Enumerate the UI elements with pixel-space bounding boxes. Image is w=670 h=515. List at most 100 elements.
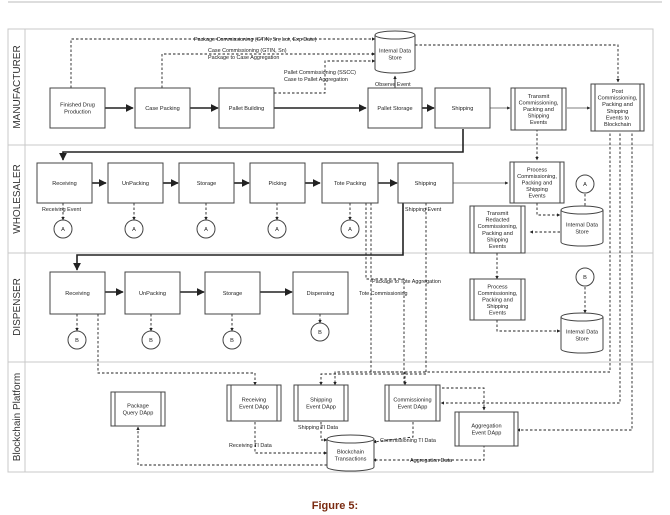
connector-circle	[310, 322, 330, 342]
node-label: Tote Packing	[334, 181, 366, 187]
connector-circle	[575, 267, 595, 287]
connector-label: A	[348, 227, 352, 233]
node-label: Commissioning,	[478, 291, 518, 297]
label-shipping-event: Shipping Event	[405, 207, 442, 213]
node-label: Storage	[197, 181, 217, 187]
node-label: UnPacking	[122, 181, 149, 187]
connector-circle	[141, 330, 161, 350]
node-label: Pallet Building	[229, 106, 264, 112]
dashed-flows	[61, 37, 633, 466]
node-label: Process	[487, 284, 507, 290]
label-observe-event: Observe Event	[375, 82, 411, 88]
node-label: Picking	[268, 181, 286, 187]
node-label: Events to	[606, 115, 629, 121]
node-label: Receiving	[52, 181, 77, 187]
process-box	[292, 271, 349, 315]
process-box	[49, 87, 106, 129]
cylinder-rim	[374, 34, 416, 40]
node-label: Commissioning,	[519, 100, 559, 106]
node-label: Shipping	[310, 398, 332, 404]
process-box	[124, 271, 181, 315]
connector-label: A	[275, 227, 279, 233]
connector-label: B	[75, 338, 79, 344]
label-case-to-pallet: Case to Pallet Aggregation	[284, 77, 348, 83]
label-case-commissioning: Case Commissioning (GTIN, Sn)	[208, 48, 287, 54]
connector-circle	[340, 219, 360, 239]
connector-A: A	[124, 219, 144, 239]
node-label: Blockchain	[604, 122, 631, 128]
node-label: Events	[530, 120, 547, 126]
connector-circle	[196, 219, 216, 239]
label-commissioning-ti-data: Commissioning TI Data	[380, 438, 436, 444]
node-label: Events	[489, 244, 506, 250]
swimlanes: MANUFACTURER WHOLESALER DISPENSER Blockc…	[7, 28, 654, 473]
subprocess-box	[293, 384, 349, 422]
subprocess-box	[110, 391, 166, 427]
node-m-pallet-store: Pallet Storage	[367, 87, 423, 129]
subprocess-box	[454, 411, 519, 447]
connector-label: A	[204, 227, 208, 233]
node-label: Production	[64, 109, 91, 115]
lane-label-manufacturer: MANUFACTURER	[12, 45, 23, 128]
solid-flows	[59, 104, 464, 296]
connector-circle	[267, 219, 287, 239]
process-box	[367, 87, 423, 129]
node-label: Event DApp	[398, 404, 428, 410]
node-m-case: Case Packing	[134, 87, 191, 129]
node-label: Commissioning,	[517, 174, 557, 180]
label-receiving-ti-data: Receiving TI Data	[229, 443, 272, 449]
node-w-receiving: Receiving	[36, 162, 93, 204]
node-label: Shipping	[526, 187, 548, 193]
node-label: Shipping	[528, 114, 550, 120]
node-label: Receiving	[65, 291, 90, 297]
node-label: UnPacking	[139, 291, 166, 297]
connector-label: A	[61, 227, 65, 233]
connector-circle	[67, 330, 87, 350]
connector-label: B	[583, 275, 587, 281]
label-package-to-case: Package to Case Aggregation	[208, 55, 279, 61]
node-d-receiving: Receiving	[49, 271, 106, 315]
connector-B: B	[222, 330, 242, 350]
node-label: Shipping	[452, 106, 474, 112]
connector-circle	[575, 174, 595, 194]
label-package-to-tote: Package to Tote Aggregation	[372, 279, 441, 285]
node-label: Case Packing	[145, 106, 180, 112]
node-label: Commissioning	[393, 398, 431, 404]
node-label: Event DApp	[306, 404, 336, 410]
node-label: Internal Data	[379, 49, 412, 55]
label-shipping-ti-data: Shipping TI Data	[298, 425, 338, 431]
node-label: Packing and	[482, 298, 513, 304]
node-label: Store	[575, 229, 588, 235]
lanes-frame	[7, 28, 654, 473]
figure-caption: Figure 5:	[311, 500, 359, 512]
connector-B: B	[67, 330, 87, 350]
edge-labels: Package Commissioning (GTIN, Sn, Lot, Ex…	[42, 37, 452, 464]
process-box	[434, 87, 491, 129]
node-w-shipping: Shipping	[397, 162, 454, 204]
node-label: Events	[528, 194, 545, 200]
node-label: Shipping	[487, 304, 509, 310]
connector-A: A	[575, 174, 595, 194]
process-box	[397, 162, 454, 204]
node-label: Post	[612, 89, 624, 95]
node-label: Dispensing	[307, 291, 335, 297]
node-label: Package	[127, 404, 149, 410]
node-label: Events	[489, 311, 506, 317]
node-label: Shipping	[415, 181, 437, 187]
node-label: Shipping	[607, 109, 629, 115]
node-label: Redacted	[486, 218, 510, 224]
connector-B: B	[575, 267, 595, 287]
process-box	[249, 162, 306, 204]
node-label: Commissioning,	[478, 224, 518, 230]
